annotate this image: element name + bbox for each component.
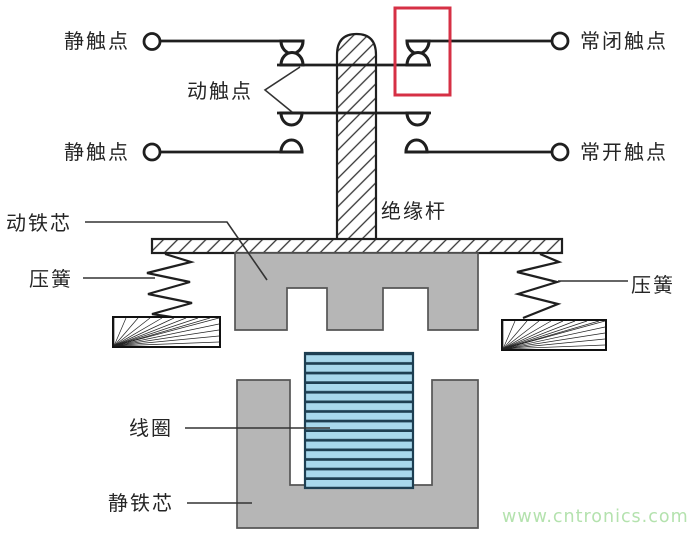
contacts bbox=[279, 39, 431, 154]
watermark: www.cntronics.com bbox=[502, 507, 688, 527]
spring-left bbox=[146, 252, 196, 320]
highlight-box bbox=[393, 6, 452, 97]
label-static-contact-bottom: 静触点 bbox=[64, 140, 130, 164]
spring-right bbox=[513, 252, 563, 320]
no-moving-contact-left bbox=[279, 111, 304, 127]
label-coil: 线圈 bbox=[129, 416, 173, 440]
buffer-block-left bbox=[112, 316, 221, 348]
buffer-block-right bbox=[501, 319, 607, 351]
no-static-contact-right bbox=[404, 138, 429, 154]
no-moving-contact-right bbox=[405, 111, 430, 127]
coil bbox=[303, 351, 415, 490]
label-static-iron-core: 静铁芯 bbox=[108, 491, 174, 515]
label-insulation-rod: 绝缘杆 bbox=[381, 199, 447, 223]
terminal-circle bbox=[142, 142, 162, 162]
label-static-contact-top: 静触点 bbox=[64, 29, 130, 53]
leader-moving-iron-core bbox=[85, 221, 268, 281]
label-moving-iron-core: 动铁芯 bbox=[6, 211, 72, 235]
insulation-rod bbox=[335, 32, 378, 242]
no-static-contact-left bbox=[279, 138, 304, 154]
crossbar bbox=[150, 237, 564, 255]
label-spring-right: 压簧 bbox=[631, 273, 675, 297]
static-iron-core bbox=[236, 379, 479, 529]
leader-moving-contact bbox=[263, 66, 301, 113]
moving-iron-core bbox=[234, 252, 479, 331]
terminal-circle bbox=[142, 32, 162, 51]
terminal-circle bbox=[550, 142, 570, 162]
label-normally-open-contact: 常开触点 bbox=[580, 140, 668, 164]
label-spring-left: 压簧 bbox=[29, 267, 73, 291]
leader-lines bbox=[83, 66, 628, 504]
terminals bbox=[142, 31, 570, 162]
terminal-circle bbox=[550, 31, 570, 51]
label-moving-contact: 动触点 bbox=[187, 79, 253, 103]
nc-contact-lower-right bbox=[405, 50, 431, 67]
nc-contact-lower-left bbox=[279, 50, 305, 67]
label-normally-closed-contact: 常闭触点 bbox=[580, 29, 668, 53]
